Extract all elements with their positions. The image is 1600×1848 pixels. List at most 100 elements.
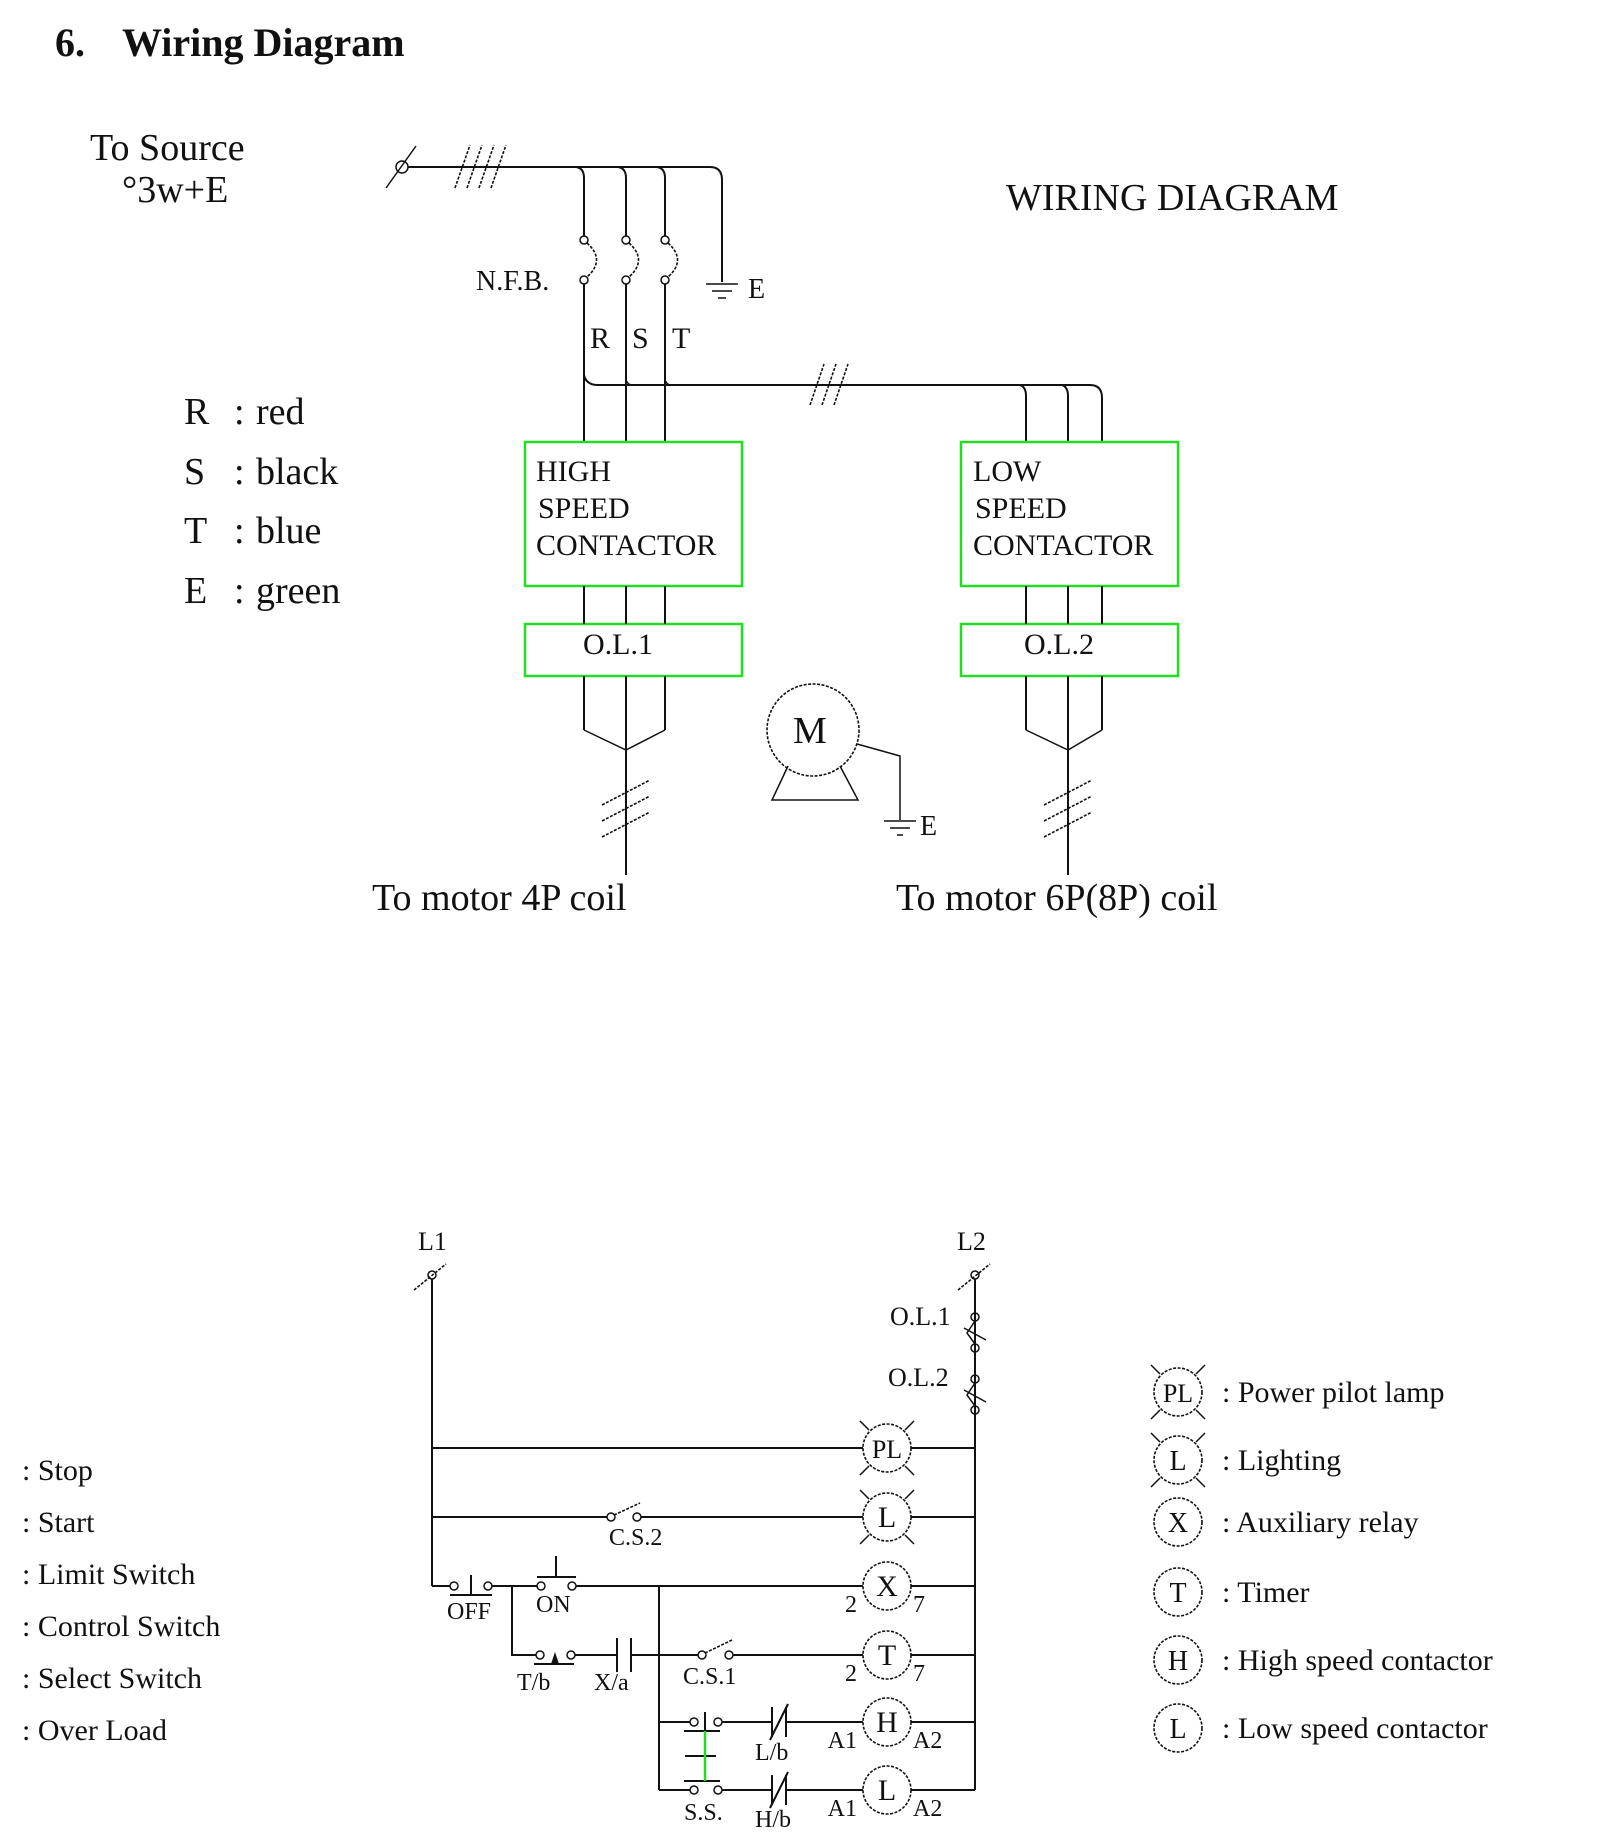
coil-terminal-right: A2 [913,1796,942,1822]
output-wire [1025,729,1103,751]
phase-color-legend: R : red S : black T : blue E : green [184,391,340,612]
coil-terminal-right: A2 [913,1728,942,1754]
control-switch-1-icon [697,1639,734,1660]
ol2-contact-label: O.L.2 [888,1363,949,1392]
source-label: To Source [90,127,245,169]
power-diagram: WIRING DIAGRAM To Source °3w+E E N.F.B. [90,127,1338,919]
coil-terminal-right: 7 [913,1661,925,1687]
switch-legend-item: : Start [22,1506,95,1539]
low-contactor-line-3: CONTACTOR [973,529,1153,562]
legend-symbol-text: PL [1163,1379,1193,1408]
coil-l-icon [859,1489,915,1545]
timer-b-contact-icon [534,1650,576,1665]
phase-legend-color: black [256,451,338,493]
control-switch-2-icon [606,1502,642,1522]
coil-l-icon [862,1765,912,1815]
lb-label: L/b [755,1740,788,1766]
three-wire-hash-icon [1043,779,1093,806]
line-2-label: L2 [957,1227,986,1256]
legend-t-symbol-icon [1153,1567,1203,1617]
switch-legend-item: : Stop [22,1454,93,1487]
branch-bus-wire [583,374,1103,442]
nfb-label: N.F.B. [476,266,549,297]
phase-legend-color: green [256,570,340,612]
legend-description: : Timer [1222,1576,1310,1609]
off-label: OFF [447,1599,491,1625]
motor-label: M [793,710,827,752]
legend-pl-symbol-icon [1150,1364,1206,1420]
no-fuse-breaker-icon [575,166,679,442]
low-b-contact-icon [769,1703,789,1741]
phase-legend-color: red [256,391,305,433]
overload-2-label: O.L.2 [1024,628,1094,661]
coil-terminal-left: A1 [828,1728,857,1754]
coil-symbol: T [878,1639,896,1672]
ss-label: S.S. [684,1800,723,1826]
power-diagram-title: WIRING DIAGRAM [1006,177,1338,219]
earth-label: E [748,274,765,305]
three-wire-hash-icon [1043,811,1093,838]
legend-l-symbol-icon [1150,1432,1206,1488]
switch-legend: : Stop : Start : Limit Switch : Control Swi… [22,1454,220,1747]
switch-legend-item: : Limit Switch [22,1558,195,1591]
ol1-contact-label: O.L.1 [890,1302,951,1331]
coil-terminal-left: 2 [845,1661,857,1687]
switch-legend-item: : Select Switch [22,1662,202,1695]
phase-legend-key: E [184,570,207,612]
three-wire-hash-icon [601,811,651,838]
coil-terminal-left: A1 [828,1796,857,1822]
coil-symbol: H [876,1706,898,1739]
coil-pl-icon [859,1420,915,1476]
legend-description: : High speed contactor [1222,1644,1493,1677]
motor-icon [766,683,916,836]
high-b-contact-icon [769,1771,789,1809]
line-1-terminal-icon [413,1263,447,1291]
select-switch-icon [684,1712,723,1795]
phase-legend-sep: : [234,451,245,493]
legend-h-symbol-icon [1153,1635,1203,1685]
coil-t-icon [862,1630,912,1680]
output-wire [583,729,666,751]
legend-symbol-text: H [1168,1646,1188,1677]
legend-symbol-text: T [1169,1578,1186,1609]
legend-symbol-text: L [1169,1446,1186,1477]
high-contactor-line-1: HIGH [536,455,611,488]
earth-ground-icon [706,283,738,299]
phase-legend-sep: : [234,391,245,433]
high-speed-contactor-box [523,440,744,588]
switch-legend-item: : Control Switch [22,1610,220,1643]
low-speed-contactor-box [959,440,1180,588]
phase-label-s: S [632,322,649,355]
t-row-wire [511,1586,536,1656]
coil-h-icon [862,1697,912,1747]
cs1-label: C.S.1 [683,1664,736,1690]
low-contactor-line-1: LOW [973,455,1042,488]
coil-symbol: L [878,1501,896,1534]
section-title: Wiring Diagram [122,20,405,65]
xa-label: X/a [594,1670,629,1696]
phase-legend-sep: : [234,570,245,612]
overload-2-box [959,622,1180,678]
legend-description: : Auxiliary relay [1222,1506,1419,1539]
overload-1-box [523,622,744,678]
legend-description: : Low speed contactor [1222,1712,1488,1745]
phase-legend-key: T [184,510,207,552]
three-wire-hash-icon [1043,795,1093,822]
on-label: ON [536,1592,571,1618]
legend-description: : Lighting [1222,1444,1341,1477]
high-contactor-line-3: CONTACTOR [536,529,716,562]
phase-legend-key: R [184,391,210,433]
start-button-icon [536,1556,577,1591]
source-spec-label: °3w+E [122,169,228,211]
legend-symbol-text: X [1168,1508,1188,1539]
relay-a-contact-icon [616,1638,632,1672]
section-number: 6. [55,20,85,65]
overload-1-label: O.L.1 [583,628,653,661]
legend-x-symbol-icon [1153,1497,1203,1547]
output-high-label: To motor 4P coil [372,877,627,919]
high-contactor-line-2: SPEED [538,492,630,525]
phase-legend-key: S [184,451,205,493]
